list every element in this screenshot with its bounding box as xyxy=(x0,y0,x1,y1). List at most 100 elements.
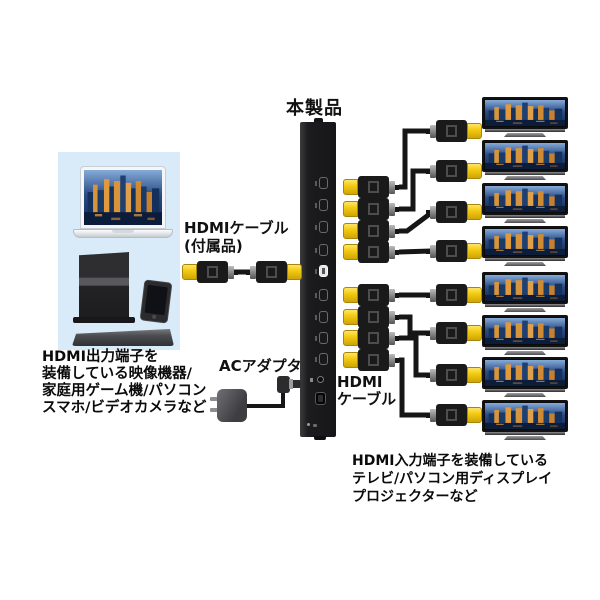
hdmi-connector-icon xyxy=(426,160,482,182)
connector-tip xyxy=(467,204,482,220)
hdmi-cable-path xyxy=(399,357,431,418)
connector-body xyxy=(436,364,467,386)
cable-stub xyxy=(395,292,399,298)
hdmi-cable-path xyxy=(245,391,285,408)
connector-body xyxy=(436,201,467,223)
label-line: ケーブル xyxy=(337,390,397,408)
connector-body xyxy=(436,322,467,344)
connector-tip xyxy=(343,244,358,260)
label-line: HDMI xyxy=(337,373,383,391)
tv-bottom-strip xyxy=(485,258,565,261)
tv-bottom-strip xyxy=(485,215,565,218)
connector-tip xyxy=(467,163,482,179)
hdmi-connector-icon xyxy=(343,220,399,242)
caption-line: プロジェクターなど xyxy=(352,489,478,505)
tv-stand xyxy=(504,219,546,223)
connector-ferrule xyxy=(430,244,436,258)
tv-stand xyxy=(504,176,546,180)
connector-ferrule xyxy=(430,408,436,422)
dc-power-jack xyxy=(317,376,324,383)
power-label-mark xyxy=(310,378,313,382)
tv-screen xyxy=(482,226,568,258)
tv-bottom-strip xyxy=(485,304,565,307)
game-console-stand xyxy=(73,317,135,323)
caption-line: 家庭用ゲーム機/パソコン xyxy=(42,383,207,399)
soundbar-icon xyxy=(72,329,174,346)
cable-stub xyxy=(246,269,250,275)
smartphone-icon xyxy=(139,279,173,324)
caption-line: HDMI出力端子を xyxy=(42,349,159,365)
connector-ferrule xyxy=(430,205,436,219)
ac-adapter-icon xyxy=(217,389,247,422)
tv-screen xyxy=(482,140,568,172)
hdmi-connector-icon xyxy=(426,284,482,306)
connector-ferrule xyxy=(389,331,395,345)
tv-stand xyxy=(504,133,546,137)
tv-monitor-icon xyxy=(482,140,568,183)
cable-stub xyxy=(426,128,430,134)
display-devices-caption: HDMI入力端子を装備している テレビ/パソコン用ディスプレイ プロジェクターな… xyxy=(352,452,552,506)
game-console-icon xyxy=(79,252,129,318)
connector-body xyxy=(358,349,389,371)
hdmi-connector-icon xyxy=(426,240,482,262)
ac-plug-prong xyxy=(210,408,219,412)
connector-body xyxy=(358,220,389,242)
connector-tip xyxy=(182,264,197,280)
device-top-screw xyxy=(314,118,323,123)
cable-stub xyxy=(395,314,399,320)
cable-stub xyxy=(426,292,430,298)
hdmi-cable-path xyxy=(398,248,432,255)
tv-bottom-strip xyxy=(485,389,565,392)
connector-ferrule xyxy=(430,164,436,178)
ac-adapter-label: ACアダプタ xyxy=(219,357,302,375)
connector-body xyxy=(358,198,389,220)
connector-tip xyxy=(287,264,302,280)
hdmi-output-port xyxy=(315,244,328,256)
hdmi-connector-icon xyxy=(246,261,302,283)
connector-body xyxy=(256,261,287,283)
laptop-base xyxy=(73,229,173,238)
hdmi-output-port xyxy=(315,311,328,323)
hdmi-cable-path xyxy=(399,168,431,212)
hdmi-cable-path xyxy=(399,314,431,336)
hdmi-connector-icon xyxy=(426,404,482,426)
connector-tip xyxy=(343,223,358,239)
tv-stand xyxy=(504,262,546,266)
product-title: 本製品 xyxy=(286,98,343,119)
cable-stub xyxy=(426,248,430,254)
connector-body xyxy=(436,284,467,306)
tv-screen xyxy=(482,315,568,347)
hdmi-connector-icon xyxy=(343,327,399,349)
hdmi-input-port xyxy=(315,265,328,277)
led-indicator xyxy=(307,423,310,426)
connector-ferrule xyxy=(389,180,395,194)
connector-body xyxy=(358,306,389,328)
connector-tip xyxy=(467,287,482,303)
hdmi-output-port xyxy=(315,353,328,365)
tv-monitor-icon xyxy=(482,357,568,400)
hdmi-connector-icon xyxy=(343,284,399,306)
connector-body xyxy=(197,261,228,283)
power-switch xyxy=(315,392,326,405)
ac-plug-prong xyxy=(210,397,219,401)
cable-stub xyxy=(395,228,399,234)
hdmi-output-port xyxy=(315,177,328,189)
connector-tip xyxy=(343,330,358,346)
connector-ferrule xyxy=(430,124,436,138)
hdmi-connector-icon xyxy=(426,120,482,142)
connector-body xyxy=(358,241,389,263)
dc-plug-tip xyxy=(293,380,301,388)
connector-ferrule xyxy=(250,265,256,279)
tv-stand xyxy=(504,308,546,312)
hdmi-connector-icon xyxy=(343,241,399,263)
connector-tip xyxy=(343,179,358,195)
cable-stub xyxy=(395,335,399,341)
hdmi-output-port xyxy=(315,221,328,233)
hdmi-output-port xyxy=(315,289,328,301)
led-indicator-mark xyxy=(313,424,317,427)
connector-ferrule xyxy=(389,245,395,259)
cable-stub xyxy=(234,269,238,275)
hdmi-connector-icon xyxy=(343,198,399,220)
tv-monitor-icon xyxy=(482,400,568,443)
connector-tip xyxy=(467,325,482,341)
